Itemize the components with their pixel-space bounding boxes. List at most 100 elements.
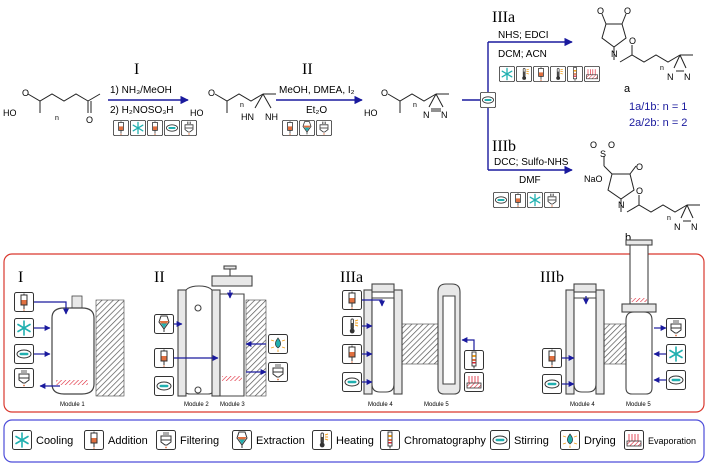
addition-icon xyxy=(113,120,129,136)
panel-iiib-numeral: IIIb xyxy=(540,269,564,286)
int1-nh-label: NH xyxy=(265,112,278,122)
heating-icon xyxy=(342,316,362,336)
int1-ho-label: HO xyxy=(190,108,204,118)
addition-icon xyxy=(154,348,174,368)
product-a-o1: O xyxy=(597,6,604,16)
panel-ii-arrows xyxy=(174,290,267,375)
product-a-ring-n1: N xyxy=(667,72,674,82)
filtering-icon xyxy=(666,318,686,338)
step-iiib-line1: DCC; Sulfo-NHS xyxy=(494,157,569,168)
step-iiia-numeral: IIIa xyxy=(492,9,515,26)
step-ii-line1: MeOH, DMEA, I₂ xyxy=(279,85,355,96)
product-b-ring-n2: N xyxy=(691,222,698,232)
extraction-icon xyxy=(299,120,315,136)
panel-i-numeral: I xyxy=(18,269,23,286)
heating-icon xyxy=(550,66,566,82)
sm-ho-label: HO xyxy=(3,108,17,118)
addition-icon xyxy=(342,344,362,364)
int2-ho-label: HO xyxy=(364,108,378,118)
cooling-icon xyxy=(499,66,515,82)
addition-icon xyxy=(84,430,104,450)
addition-icon xyxy=(542,348,562,368)
step-iiib-icons xyxy=(493,192,560,208)
legend-label-addition: Addition xyxy=(108,435,148,447)
sm-o-label: O xyxy=(22,88,29,98)
int1-o-label: O xyxy=(208,88,215,98)
cooling-icon xyxy=(12,430,32,450)
legend: Cooling Addition Filtering Extraction He… xyxy=(12,430,696,450)
extraction-icon xyxy=(154,314,174,334)
product-a-o3: O xyxy=(629,36,636,46)
int2-n-label: n xyxy=(413,102,417,109)
module-5-label-iiib: Module 5 xyxy=(626,402,651,408)
stirring-icon xyxy=(666,370,686,390)
panel-ii-numeral: II xyxy=(154,269,165,286)
legend-label-cooling: Cooling xyxy=(36,435,73,447)
legend-label-chromatography: Chromatography xyxy=(404,435,486,447)
addition-icon xyxy=(14,292,34,312)
stirring-icon xyxy=(542,374,562,394)
stirring-icon xyxy=(14,344,34,364)
chromatography-icon xyxy=(567,66,583,82)
product-b-structure xyxy=(603,156,700,222)
step-ii-line2: Et₂O xyxy=(306,105,327,116)
panel-iiia-arrows xyxy=(362,299,475,385)
product-a-n: N xyxy=(611,49,618,59)
legend-label-filtering: Filtering xyxy=(180,435,219,447)
filtering-icon xyxy=(268,362,288,382)
product-b-ring-n1: N xyxy=(674,222,681,232)
legend-frame xyxy=(3,419,705,463)
module-3-label: Module 3 xyxy=(220,402,245,408)
stirring-icon xyxy=(490,430,510,450)
product-a-structure xyxy=(601,13,693,72)
addition-icon xyxy=(282,120,298,136)
step-ii-numeral: II xyxy=(302,61,313,78)
module-2-label: Module 2 xyxy=(184,402,209,408)
chromatography-icon xyxy=(380,430,400,450)
sm-ketone-o-label: O xyxy=(86,115,93,125)
heating-icon xyxy=(312,430,332,450)
product-b-s: S xyxy=(600,149,606,159)
drying-icon xyxy=(268,334,288,354)
step-i-icons xyxy=(113,120,197,136)
panel-i-arrows xyxy=(34,301,69,389)
cooling-icon xyxy=(666,344,686,364)
drying-icon xyxy=(560,430,580,450)
product-b-o-ring: O xyxy=(636,162,643,172)
step-iiia-line1: NHS; EDCI xyxy=(498,30,549,41)
step-iiib-line2: DMF xyxy=(519,175,541,186)
int2-ring-n1: N xyxy=(423,110,430,120)
int1-n-label: n xyxy=(240,102,244,109)
cooling-icon xyxy=(130,120,146,136)
product-a-ring-n2: N xyxy=(684,72,691,82)
module-2-3-vessels xyxy=(177,265,267,397)
cooling-icon xyxy=(527,192,543,208)
step-iiia-line2: DCM; ACN xyxy=(498,49,547,60)
cooling-icon xyxy=(14,318,34,338)
filtering-icon xyxy=(181,120,197,136)
starting-material xyxy=(27,93,101,113)
step-i-line2: 2) H₂NOSO₃H xyxy=(110,105,174,116)
diaziridine-intermediate xyxy=(214,93,276,113)
product-a-n-sub: n xyxy=(660,65,664,72)
stirring-icon xyxy=(164,120,180,136)
addition-icon xyxy=(147,120,163,136)
addition-icon xyxy=(510,192,526,208)
filtering-icon xyxy=(316,120,332,136)
module-4-label-iiia: Module 4 xyxy=(368,402,393,408)
diazirine-acid xyxy=(387,93,449,113)
chromatography-icon xyxy=(464,350,484,370)
module-4-5-vessels-iiib xyxy=(565,239,657,395)
filtering-icon xyxy=(156,430,176,450)
addition-icon xyxy=(533,66,549,82)
evaporation-icon xyxy=(584,66,600,82)
module-5-label-iiia: Module 5 xyxy=(424,402,449,408)
step-iiia-icons xyxy=(499,66,600,82)
stirring-icon xyxy=(480,92,496,108)
panel-iiia-numeral: IIIa xyxy=(340,269,363,286)
module-4-5-vessels xyxy=(363,283,461,395)
panel-i-icons xyxy=(14,292,34,388)
product-b-n: N xyxy=(618,200,625,210)
evaporation-icon xyxy=(464,372,484,392)
